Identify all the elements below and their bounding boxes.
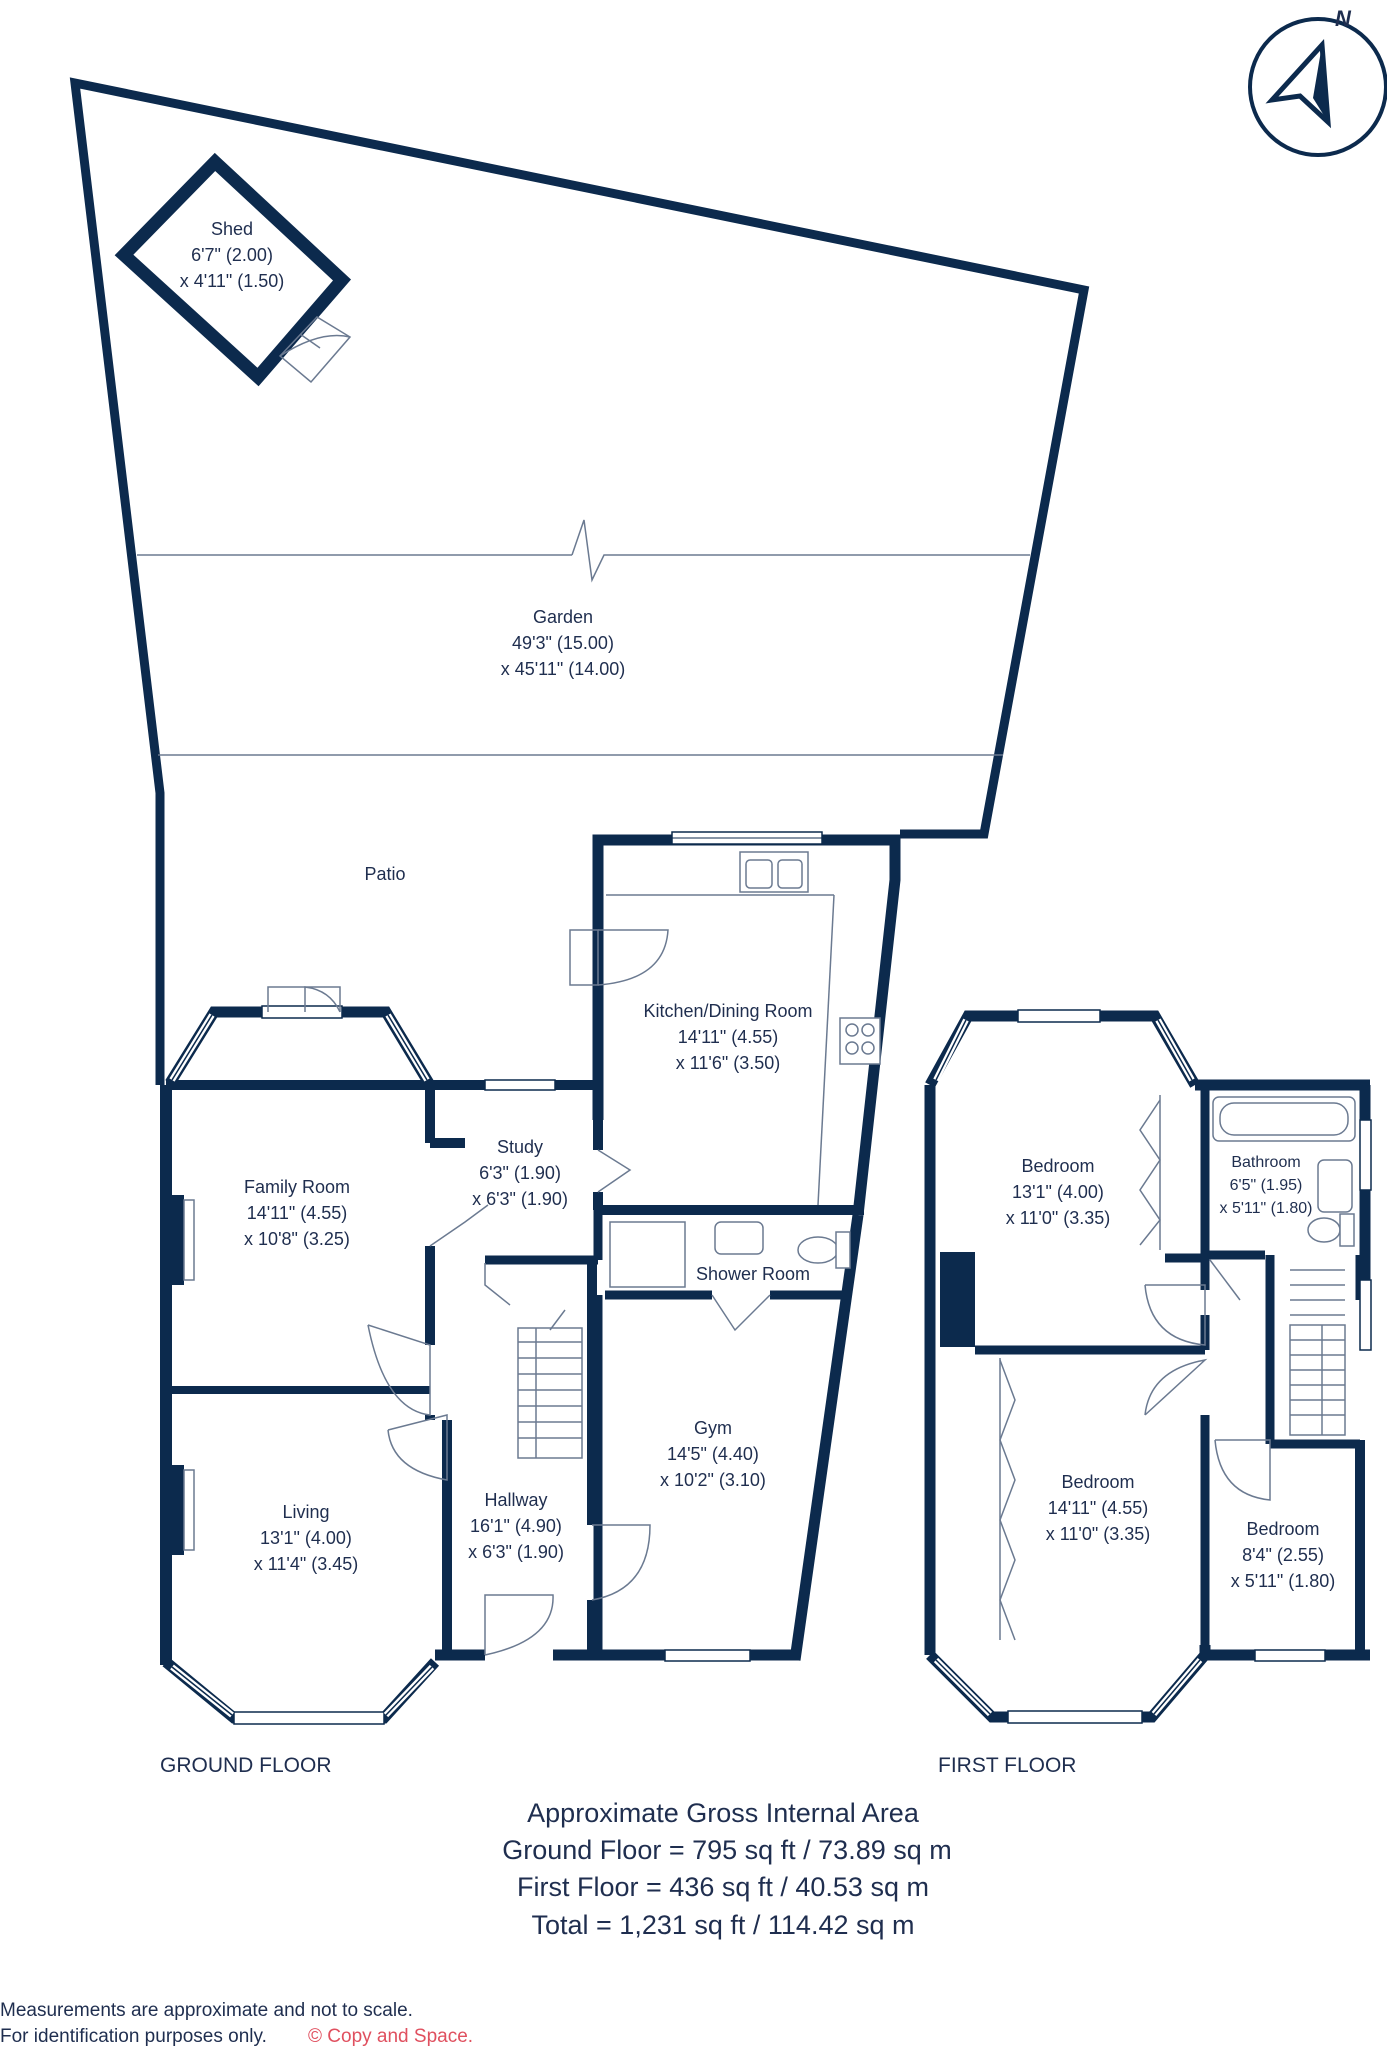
ground-floor-label: GROUND FLOOR bbox=[160, 1754, 332, 1777]
shed-dim1: 6'7" (2.00) bbox=[191, 245, 273, 265]
area-summary: Approximate Gross Internal Area Ground F… bbox=[502, 1798, 952, 1940]
first-floor-label: FIRST FLOOR bbox=[938, 1754, 1076, 1777]
garden-dim2: x 45'11" (14.00) bbox=[501, 659, 626, 679]
kitchen-dim1: 14'11" (4.55) bbox=[678, 1027, 779, 1047]
hallway-name: Hallway bbox=[484, 1490, 547, 1510]
ground-floor-stairs bbox=[517, 1309, 583, 1459]
living-dim2: x 11'4" (3.45) bbox=[254, 1554, 359, 1574]
bathroom-dim2: x 5'11" (1.80) bbox=[1220, 1200, 1313, 1217]
bed2-name: Bedroom bbox=[1061, 1472, 1134, 1492]
bathroom-dim1: 6'5" (1.95) bbox=[1230, 1177, 1303, 1194]
ground-floor-openings bbox=[169, 831, 823, 1725]
kitchen-name: Kitchen/Dining Room bbox=[643, 1001, 812, 1021]
family-name: Family Room bbox=[244, 1177, 350, 1197]
footer-line2: For identification purposes only. bbox=[0, 2026, 267, 2047]
kitchen-dim2: x 11'6" (3.50) bbox=[676, 1053, 781, 1073]
bed1-name: Bedroom bbox=[1021, 1156, 1094, 1176]
garden-boundary bbox=[69, 77, 1090, 1085]
room-labels: Shed 6'7" (2.00) x 4'11" (1.50) Garden 4… bbox=[180, 219, 1336, 1591]
study-dim2: x 6'3" (1.90) bbox=[472, 1189, 568, 1209]
hallway-dim1: 16'1" (4.90) bbox=[470, 1516, 562, 1536]
kitchen-fixtures bbox=[606, 851, 881, 1206]
footer-copyright: © Copy and Space. bbox=[308, 2026, 473, 2047]
bed2-dim2: x 11'0" (3.35) bbox=[1046, 1524, 1151, 1544]
gym-dim2: x 10'2" (3.10) bbox=[660, 1470, 766, 1490]
area-first: First Floor = 436 sq ft / 40.53 sq m bbox=[517, 1872, 929, 1902]
living-name: Living bbox=[282, 1502, 329, 1522]
bed3-name: Bedroom bbox=[1246, 1519, 1319, 1539]
area-ground: Ground Floor = 795 sq ft / 73.89 sq m bbox=[502, 1835, 952, 1865]
garden-name: Garden bbox=[533, 607, 593, 627]
family-dim2: x 10'8" (3.25) bbox=[244, 1229, 350, 1249]
bed3-dim1: 8'4" (2.55) bbox=[1242, 1545, 1324, 1565]
study-dim1: 6'3" (1.90) bbox=[479, 1163, 561, 1183]
shed-dim2: x 4'11" (1.50) bbox=[180, 271, 285, 291]
shed bbox=[114, 152, 352, 387]
area-title: Approximate Gross Internal Area bbox=[527, 1798, 920, 1828]
fireplaces bbox=[172, 1195, 195, 1555]
living-dim1: 13'1" (4.00) bbox=[260, 1528, 352, 1548]
shower-fixtures bbox=[609, 1221, 851, 1288]
hallway-dim2: x 6'3" (1.90) bbox=[468, 1542, 564, 1562]
compass: N bbox=[1248, 6, 1387, 157]
bed1-dim1: 13'1" (4.00) bbox=[1012, 1182, 1104, 1202]
area-total: Total = 1,231 sq ft / 114.42 sq m bbox=[532, 1910, 915, 1940]
study-name: Study bbox=[497, 1137, 543, 1157]
bathroom-name: Bathroom bbox=[1231, 1154, 1300, 1171]
bed1-dim2: x 11'0" (3.35) bbox=[1006, 1208, 1111, 1228]
first-floor-openings bbox=[933, 1009, 1372, 1724]
gym-dim1: 14'5" (4.40) bbox=[667, 1444, 759, 1464]
bathroom-fixtures bbox=[1212, 1096, 1356, 1247]
garden-dim1: 49'3" (15.00) bbox=[512, 633, 614, 653]
bed2-dim1: 14'11" (4.55) bbox=[1048, 1498, 1149, 1518]
family-dim1: 14'11" (4.55) bbox=[247, 1203, 348, 1223]
compass-label: N bbox=[1335, 6, 1352, 31]
shower-name: Shower Room bbox=[696, 1264, 810, 1284]
bed3-dim2: x 5'11" (1.80) bbox=[1231, 1571, 1336, 1591]
shed-name: Shed bbox=[211, 219, 253, 239]
footer-line1: Measurements are approximate and not to … bbox=[0, 2000, 413, 2021]
patio-name: Patio bbox=[364, 864, 405, 884]
footer: Measurements are approximate and not to … bbox=[0, 2000, 473, 2047]
gym-name: Gym bbox=[694, 1418, 732, 1438]
